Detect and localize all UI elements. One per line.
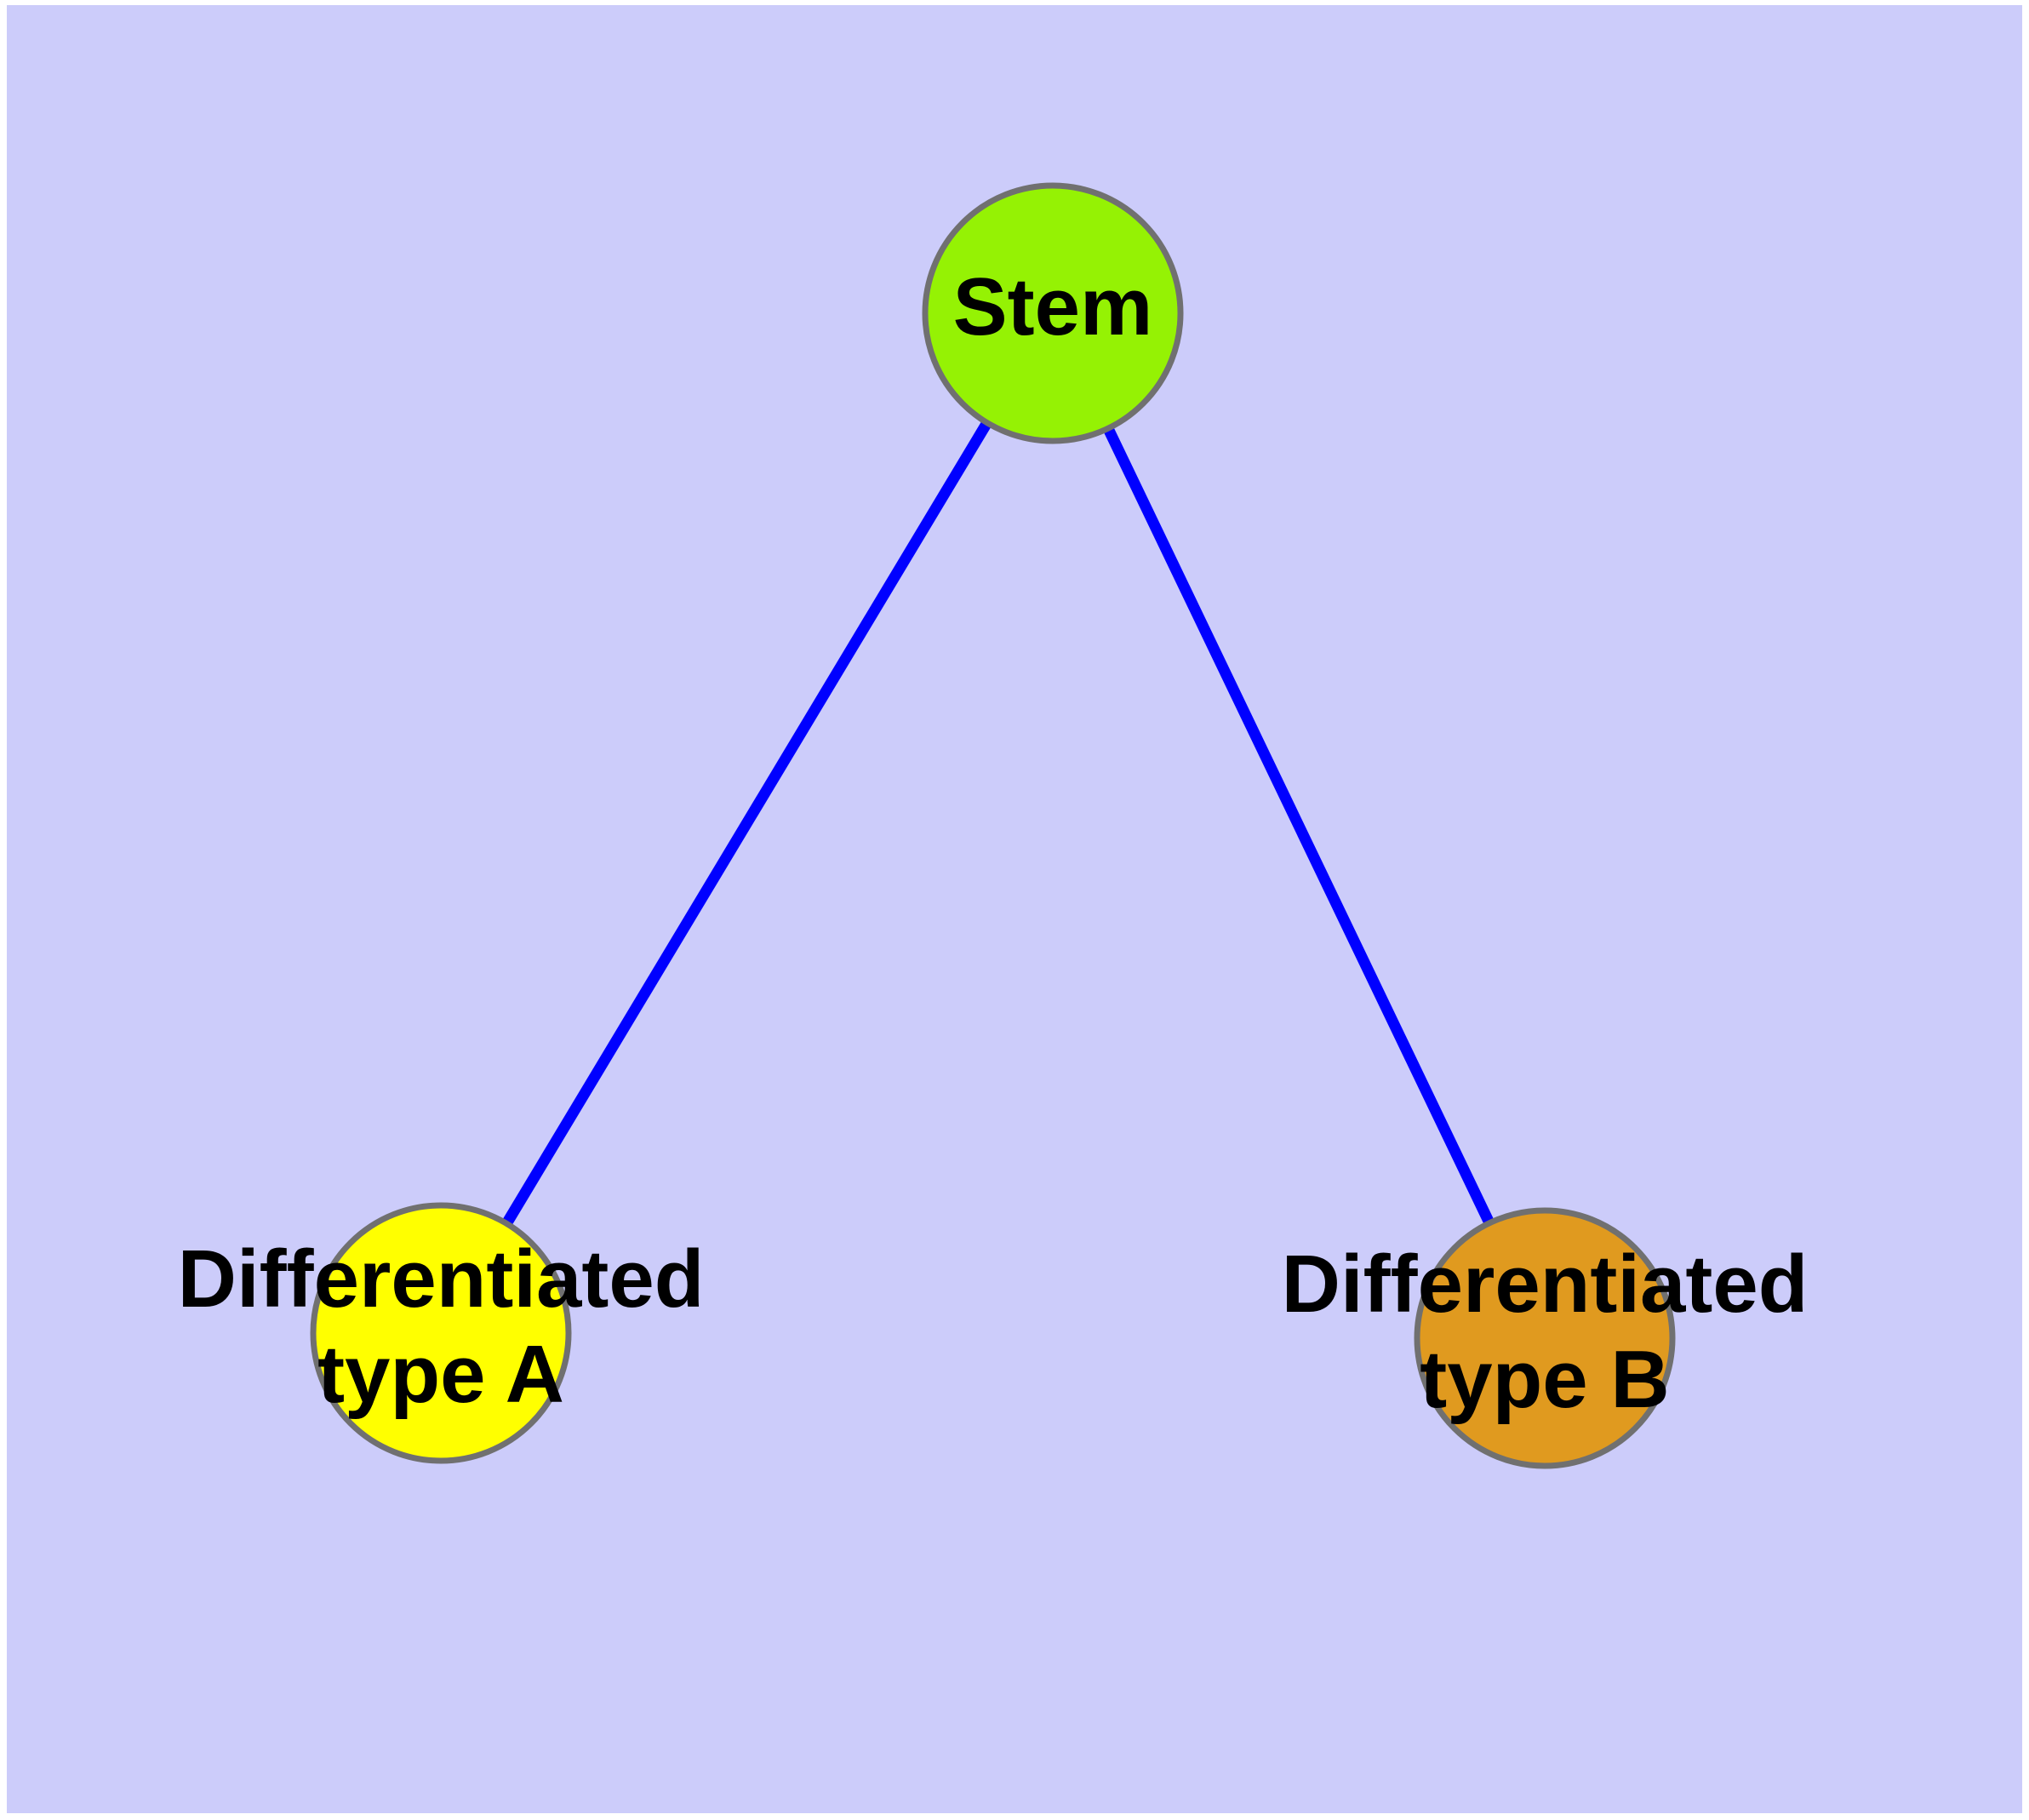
graph-edge (1103, 426, 1495, 1226)
node-label-stem: Stem (953, 261, 1153, 352)
node-circle-diff_a[interactable] (310, 1202, 572, 1464)
node-label-line: type A (317, 1329, 564, 1420)
node-label-line: Differentiated (178, 1233, 705, 1325)
graph-node-stem[interactable]: Stem (922, 182, 1184, 444)
node-circle-stem[interactable] (922, 182, 1184, 444)
node-label-line: Stem (953, 261, 1153, 352)
node-circle-diff_b[interactable] (1414, 1207, 1676, 1469)
graph-edge (501, 420, 992, 1227)
edges-layer (501, 420, 1495, 1227)
node-label-line: Differentiated (1282, 1239, 1809, 1330)
node-label-line: type B (1420, 1334, 1669, 1425)
